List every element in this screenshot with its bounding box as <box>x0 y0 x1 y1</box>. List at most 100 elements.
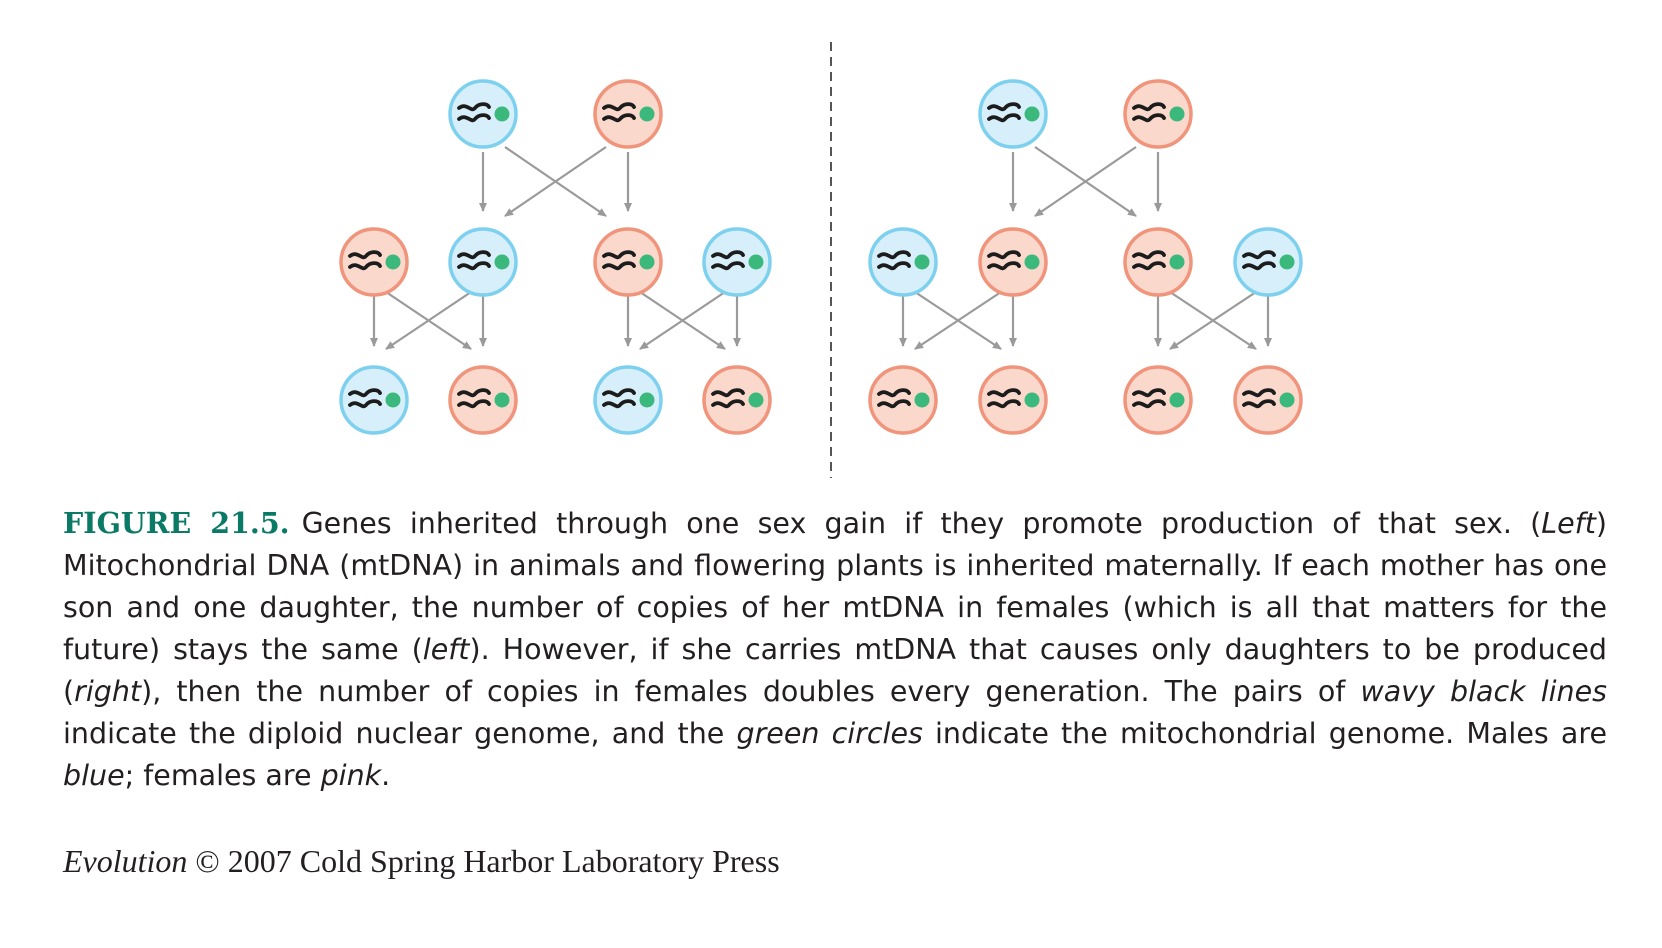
caption-emphasis: green circles <box>736 717 923 750</box>
inheritance-arrow <box>639 291 726 350</box>
male-individual <box>702 227 772 297</box>
mitochondrial-genome-dot-icon <box>1169 106 1185 122</box>
nuclear-genome-wavy-lines-icon <box>602 261 636 271</box>
caption-text: ; females are <box>124 759 321 792</box>
inheritance-diagram <box>339 42 1303 478</box>
nuclear-genome-wavy-lines-icon <box>1242 250 1276 260</box>
caption-emphasis: Left <box>1541 507 1596 540</box>
nuclear-genome-wavy-lines-icon <box>457 261 491 271</box>
nuclear-genome-wavy-lines-icon <box>1132 102 1166 112</box>
credit-text: © 2007 Cold Spring Harbor Laboratory Pre… <box>187 843 780 879</box>
nuclear-genome-wavy-lines-icon <box>1132 388 1166 398</box>
mitochondrial-genome-dot-icon <box>494 106 510 122</box>
inheritance-arrow <box>504 146 607 217</box>
inheritance-arrow <box>914 291 1002 350</box>
nuclear-genome-wavy-lines-icon <box>348 261 382 271</box>
nuclear-genome-wavy-lines-icon <box>987 388 1021 398</box>
caption-text: indicate the diploid nuclear genome, and… <box>63 717 737 750</box>
nuclear-genome-wavy-lines-icon <box>348 399 382 409</box>
female-individual <box>1123 365 1193 435</box>
male-individual <box>868 227 938 297</box>
mitochondrial-genome-dot-icon <box>914 392 930 408</box>
nuclear-genome-wavy-lines-icon <box>711 261 745 271</box>
mitochondrial-genome-dot-icon <box>1024 392 1040 408</box>
mitochondrial-genome-dot-icon <box>494 392 510 408</box>
nuclear-genome-wavy-lines-icon <box>877 399 911 409</box>
nuclear-genome-wavy-lines-icon <box>602 102 636 112</box>
nuclear-genome-wavy-lines-icon <box>602 250 636 260</box>
nuclear-genome-wavy-lines-icon <box>877 388 911 398</box>
nuclear-genome-wavy-lines-icon <box>1242 261 1276 271</box>
mitochondrial-genome-dot-icon <box>1169 392 1185 408</box>
caption-text: ). However, if she carries mtDNA that ca… <box>63 633 1607 708</box>
caption-emphasis: wavy black lines <box>1360 675 1607 708</box>
mitochondrial-genome-dot-icon <box>914 254 930 270</box>
nuclear-genome-wavy-lines-icon <box>602 388 636 398</box>
nuclear-genome-wavy-lines-icon <box>877 250 911 260</box>
right-panel <box>868 79 1303 435</box>
mitochondrial-genome-dot-icon <box>1169 254 1185 270</box>
nuclear-genome-wavy-lines-icon <box>1242 388 1276 398</box>
male-individual <box>978 79 1048 149</box>
caption-text: ) Mitochondrial DNA (mtDNA) in animals a… <box>63 507 1607 666</box>
caption-emphasis: left <box>422 633 470 666</box>
caption-text: indicate the mitochondrial genome. Males… <box>922 717 1607 750</box>
mitochondrial-genome-dot-icon <box>1024 106 1040 122</box>
female-individual <box>1123 79 1193 149</box>
nuclear-genome-wavy-lines-icon <box>1132 399 1166 409</box>
nuclear-genome-wavy-lines-icon <box>457 102 491 112</box>
caption-text: Genes inherited through one sex gain if … <box>301 507 1542 540</box>
mitochondrial-genome-dot-icon <box>748 392 764 408</box>
nuclear-genome-wavy-lines-icon <box>602 113 636 123</box>
nuclear-genome-wavy-lines-icon <box>987 250 1021 260</box>
nuclear-genome-wavy-lines-icon <box>711 250 745 260</box>
female-individual <box>978 365 1048 435</box>
mitochondrial-genome-dot-icon <box>639 254 655 270</box>
nuclear-genome-wavy-lines-icon <box>602 399 636 409</box>
copyright-credit: Evolution © 2007 Cold Spring Harbor Labo… <box>63 843 780 880</box>
nuclear-genome-wavy-lines-icon <box>1132 261 1166 271</box>
male-individual <box>448 227 518 297</box>
nuclear-genome-wavy-lines-icon <box>987 261 1021 271</box>
nuclear-genome-wavy-lines-icon <box>348 250 382 260</box>
nuclear-genome-wavy-lines-icon <box>987 102 1021 112</box>
mitochondrial-genome-dot-icon <box>494 254 510 270</box>
inheritance-arrow <box>1034 146 1137 217</box>
nuclear-genome-wavy-lines-icon <box>987 113 1021 123</box>
figure-caption: FIGURE 21.5. Genes inherited through one … <box>63 502 1607 797</box>
mitochondrial-genome-dot-icon <box>1024 254 1040 270</box>
female-individual <box>1233 365 1303 435</box>
female-individual <box>593 227 663 297</box>
female-individual <box>702 365 772 435</box>
male-individual <box>448 79 518 149</box>
nuclear-genome-wavy-lines-icon <box>348 388 382 398</box>
male-individual <box>339 365 409 435</box>
mitochondrial-genome-dot-icon <box>1279 392 1295 408</box>
female-individual <box>978 227 1048 297</box>
nuclear-genome-wavy-lines-icon <box>877 261 911 271</box>
female-individual <box>339 227 409 297</box>
nuclear-genome-wavy-lines-icon <box>1132 250 1166 260</box>
inheritance-arrow <box>1169 291 1257 350</box>
female-individual <box>1123 227 1193 297</box>
left-panel <box>339 79 772 435</box>
nuclear-genome-wavy-lines-icon <box>457 388 491 398</box>
mitochondrial-genome-dot-icon <box>639 106 655 122</box>
mitochondrial-genome-dot-icon <box>639 392 655 408</box>
caption-emphasis: blue <box>63 759 125 792</box>
nuclear-genome-wavy-lines-icon <box>987 399 1021 409</box>
caption-text: ), then the number of copies in females … <box>141 675 1361 708</box>
inheritance-arrow <box>385 291 472 350</box>
male-individual <box>1233 227 1303 297</box>
caption-emphasis: pink <box>320 759 382 792</box>
caption-emphasis: right <box>74 675 142 708</box>
nuclear-genome-wavy-lines-icon <box>711 388 745 398</box>
mitochondrial-genome-dot-icon <box>1279 254 1295 270</box>
figure-label: FIGURE 21.5. <box>63 506 290 540</box>
nuclear-genome-wavy-lines-icon <box>457 399 491 409</box>
female-individual <box>593 79 663 149</box>
mitochondrial-genome-dot-icon <box>748 254 764 270</box>
mitochondrial-genome-dot-icon <box>385 254 401 270</box>
male-individual <box>593 365 663 435</box>
mitochondrial-genome-dot-icon <box>385 392 401 408</box>
